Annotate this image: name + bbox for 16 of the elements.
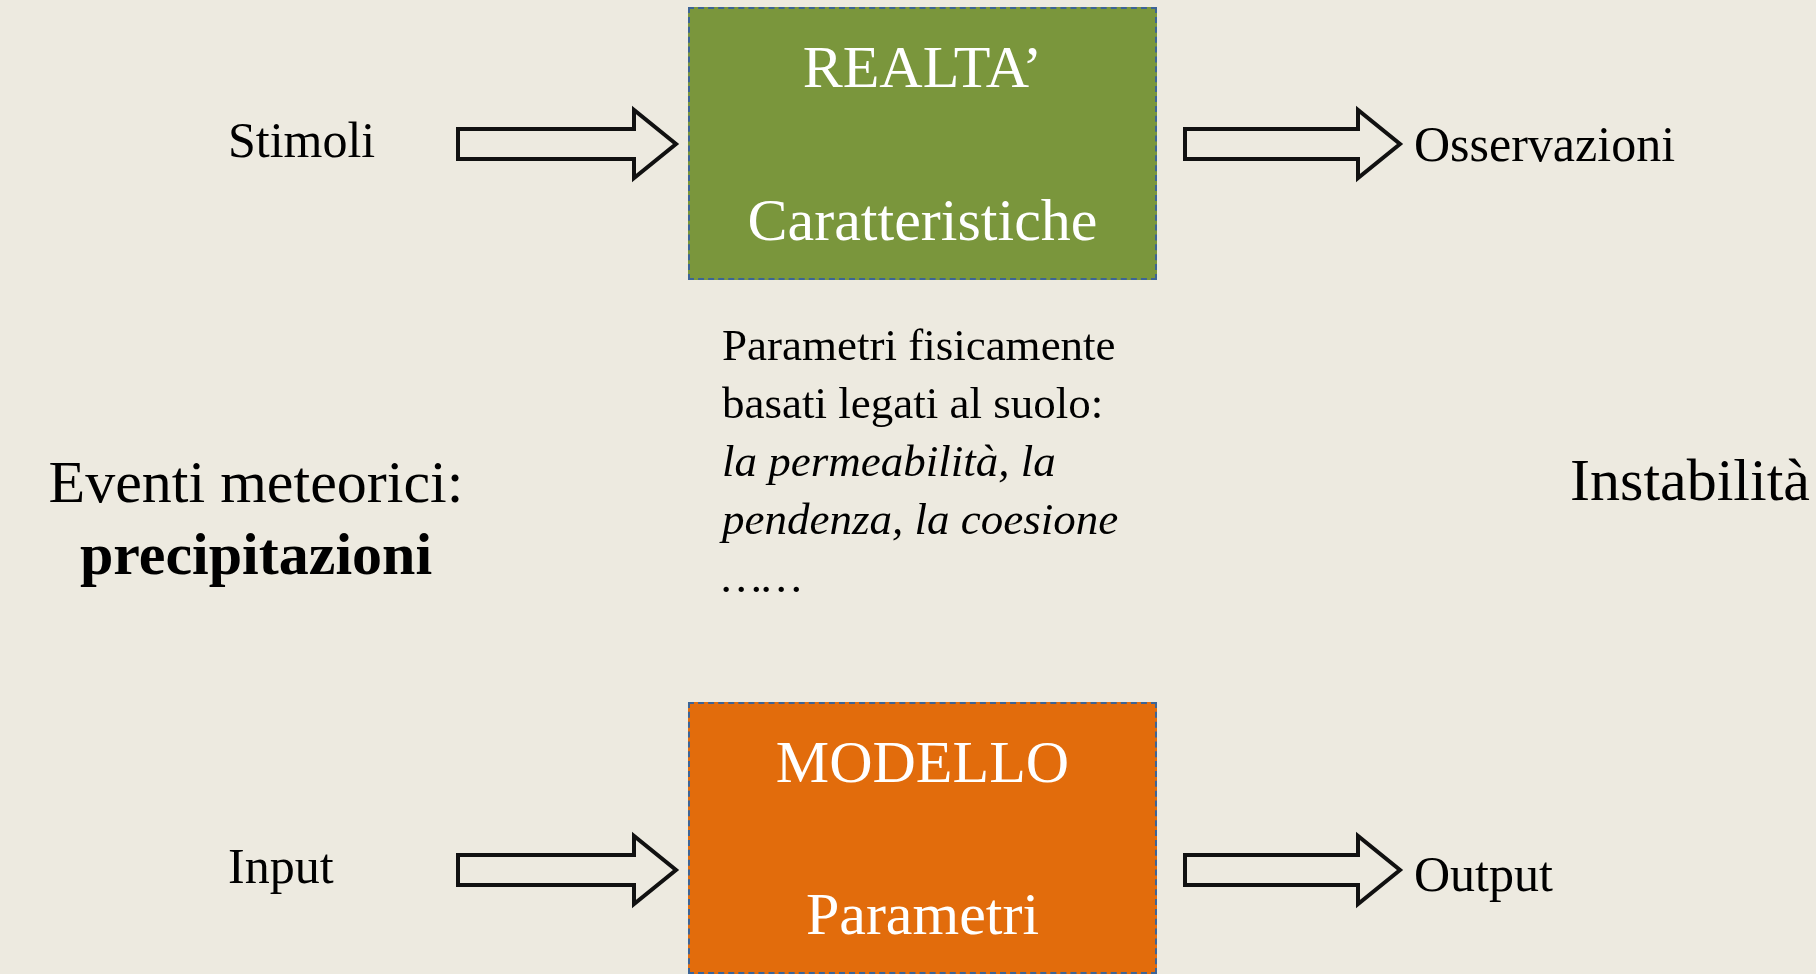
box-title: MODELLO <box>775 728 1070 797</box>
outcome-text: Instabilità <box>1569 446 1810 515</box>
box-subtitle: Parametri <box>805 880 1040 949</box>
block-arrow <box>1183 105 1404 183</box>
process-box <box>688 7 1157 280</box>
input-event-text: Eventi meteorici: precipitazioni <box>47 448 465 589</box>
box-subtitle: Caratteristiche <box>747 186 1098 255</box>
node-text: Stimoli <box>228 108 418 172</box>
node-text: Output <box>1414 842 1614 906</box>
block-arrow <box>1183 831 1404 909</box>
block-arrow <box>456 831 680 909</box>
node-text: Osservazioni <box>1414 112 1744 176</box>
node-text: Input <box>228 834 378 898</box>
box-title: REALTA’ <box>802 33 1043 102</box>
block-arrow <box>456 105 680 183</box>
process-box <box>688 702 1157 974</box>
